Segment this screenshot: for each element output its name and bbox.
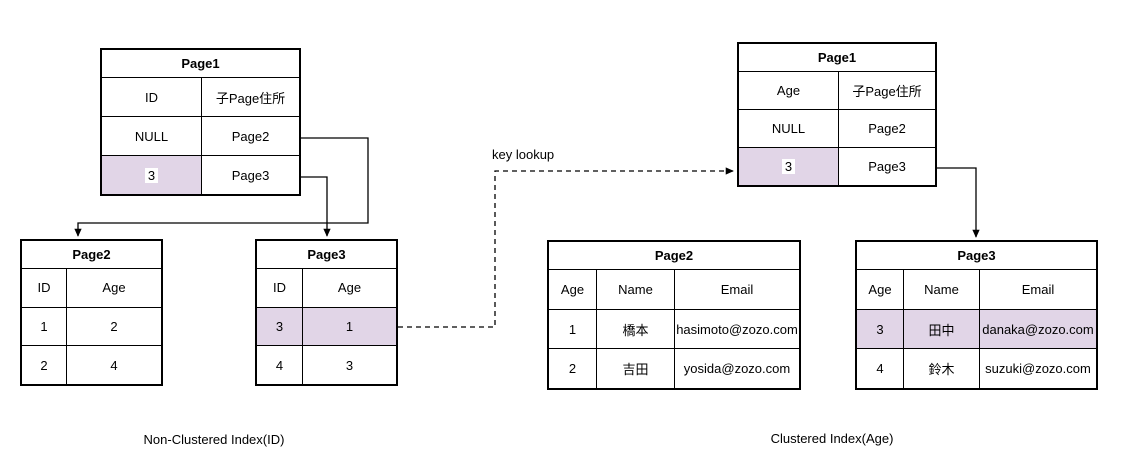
cell-value: 3	[144, 167, 159, 183]
table-title: Page3	[257, 241, 396, 269]
table-cell: hasimoto@zozo.com	[676, 321, 798, 337]
table-cell-highlighted: 3	[857, 309, 904, 349]
col-header: Email	[720, 281, 754, 297]
col-header: 子Page住所	[852, 84, 922, 99]
table-cell: 4	[257, 346, 303, 385]
table-cell: NULL	[739, 110, 839, 147]
table-title: Page2	[549, 242, 799, 270]
table-cell: Page2	[868, 121, 906, 136]
table-cell-highlighted: 3	[739, 148, 839, 185]
table-title: Page1	[102, 50, 299, 78]
table-cell: 2	[22, 346, 67, 385]
col-header: ID	[102, 78, 202, 116]
table-title: Page3	[857, 242, 1096, 270]
table-cell: Page2	[231, 128, 270, 144]
table-cell: 1	[549, 309, 597, 349]
table-cell: yosida@zozo.com	[683, 361, 791, 377]
table-cell-highlighted: 3	[102, 156, 202, 194]
edge-page1-to-page3-right	[937, 167, 980, 238]
edge-page1-to-page3-left	[301, 176, 331, 237]
table-cell: NULL	[102, 117, 202, 155]
col-header: Age	[102, 280, 126, 296]
col-header: Age	[337, 280, 362, 296]
table-cell: Page3	[868, 159, 906, 174]
table-cell: 2	[549, 349, 597, 389]
table-cell: 吉田	[597, 349, 675, 389]
table-cell-highlighted: danaka@zozo.com	[980, 309, 1096, 349]
table-cell-highlighted: 1	[303, 307, 396, 346]
table-title: Page1	[739, 44, 935, 72]
caption-clustered-index: Clustered Index(Age)	[770, 431, 894, 446]
cell-value: 3	[781, 159, 796, 174]
table-title: Page2	[22, 241, 161, 269]
col-header: Age	[739, 72, 839, 109]
key-lookup-label: key lookup	[492, 147, 555, 162]
table-right-page3: Page3 Age Name Email 3 田中 danaka@zozo.co…	[855, 240, 1098, 390]
col-header: ID	[257, 269, 303, 307]
col-header: Name	[597, 270, 675, 309]
table-right-page2: Page2 Age Name Email 1 橋本 hasimoto@zozo.…	[547, 240, 801, 390]
table-cell: 3	[345, 357, 354, 373]
col-header: Age	[857, 270, 904, 309]
col-header: Email	[1021, 281, 1055, 297]
table-cell: 鈴木	[904, 349, 980, 389]
table-cell: 4	[857, 349, 904, 389]
table-cell: 2	[110, 319, 118, 334]
table-cell: 橋本	[597, 309, 675, 349]
col-header: Age	[549, 270, 597, 309]
table-cell: 4	[110, 357, 118, 373]
table-cell: suzuki@zozo.com	[985, 361, 1091, 377]
table-left-page1: Page1 ID 子Page住所 NULL Page2 3 Page3	[100, 48, 301, 196]
table-cell: Page3	[231, 167, 270, 183]
table-cell-highlighted: 田中	[904, 309, 980, 349]
col-header: Name	[904, 270, 980, 309]
table-left-page2: Page2 ID Age 1 2 2 4	[20, 239, 163, 386]
table-cell-highlighted: 3	[257, 307, 303, 346]
col-header: ID	[22, 269, 67, 307]
caption-non-clustered-index: Non-Clustered Index(ID)	[143, 432, 285, 447]
col-header: 子Page住所	[215, 90, 286, 106]
table-left-page3: Page3 ID Age 3 1 4 3	[255, 239, 398, 386]
table-right-page1: Page1 Age 子Page住所 NULL Page2 3 Page3	[737, 42, 937, 187]
table-cell: 1	[22, 307, 67, 346]
